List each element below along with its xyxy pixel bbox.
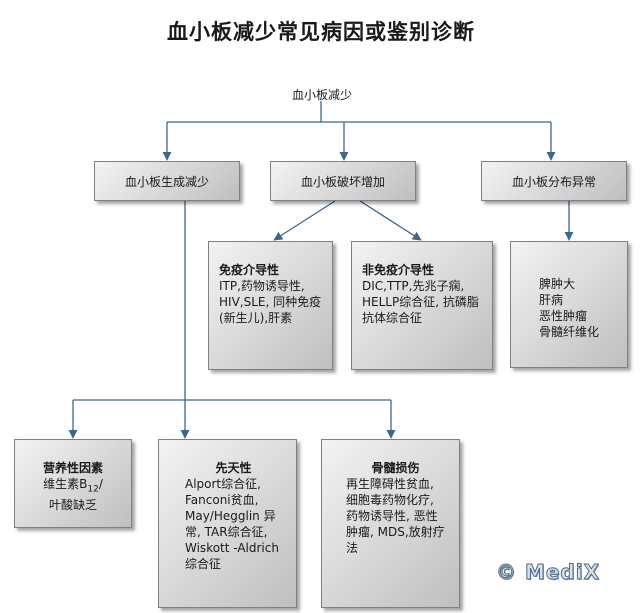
immune-heading: 免疫介导性 <box>219 263 280 277</box>
marrow-text: 再生障碍性贫血, 细胞毒药物化疗, 药物诱导性, 恶性肿瘤, MDS,放射疗法 <box>346 477 445 555</box>
nutritional-text: 维生素B12/叶酸缺乏 <box>43 477 103 513</box>
immune-box: 免疫介导性 ITP,药物诱导性, HIV,SLE, 同种免疫(新生儿),肝素 <box>208 241 333 370</box>
congenital-text: Alport综合征, Fanconi贫血, May/Hegglin 异常, TA… <box>185 477 279 571</box>
destruction-box: 血小板破坏增加 <box>270 161 416 201</box>
medix-watermark: © MediX <box>495 560 601 585</box>
distribution-cause-2: 肝病 <box>539 293 564 307</box>
conn-immune <box>273 200 336 241</box>
immune-text: ITP,药物诱导性, HIV,SLE, 同种免疫(新生儿),肝素 <box>219 279 322 325</box>
congenital-box: 先天性 Alport综合征, Fanconi贫血, May/Hegglin 异常… <box>158 439 297 608</box>
distribution-cause-4: 骨髓纤维化 <box>539 325 600 339</box>
root-node: 血小板减少 <box>291 88 352 102</box>
production-box: 血小板生成减少 <box>94 161 240 201</box>
distribution-cause-3: 恶性肿瘤 <box>539 309 588 323</box>
production-label: 血小板生成减少 <box>124 174 209 189</box>
non-immune-heading: 非免疫介导性 <box>362 263 435 277</box>
nutritional-heading: 营养性因素 <box>42 461 103 475</box>
distribution-box: 血小板分布异常 <box>481 161 627 201</box>
page-title: 血小板减少常见病因或鉴别诊断 <box>167 19 475 44</box>
marrow-heading: 骨髓损伤 <box>371 461 420 475</box>
non-immune-box: 非免疫介导性 DIC,TTP,先兆子痫, HELLP综合征, 抗磷脂抗体综合征 <box>351 241 493 370</box>
conn-nonimmune <box>359 200 422 241</box>
non-immune-text: DIC,TTP,先兆子痫, HELLP综合征, 抗磷脂抗体综合征 <box>362 279 479 325</box>
marrow-box: 骨髓损伤 再生障碍性贫血, 细胞毒药物化疗, 药物诱导性, 恶性肿瘤, MDS,… <box>321 439 460 608</box>
distribution-causes-box: 脾肿大 肝病 恶性肿瘤 骨髓纤维化 <box>510 241 628 368</box>
distribution-label: 血小板分布异常 <box>511 174 596 189</box>
distribution-cause-1: 脾肿大 <box>539 277 576 291</box>
nutritional-box: 营养性因素 维生素B12/叶酸缺乏 <box>14 439 132 528</box>
destruction-label: 血小板破坏增加 <box>300 174 385 189</box>
congenital-heading: 先天性 <box>215 461 252 475</box>
